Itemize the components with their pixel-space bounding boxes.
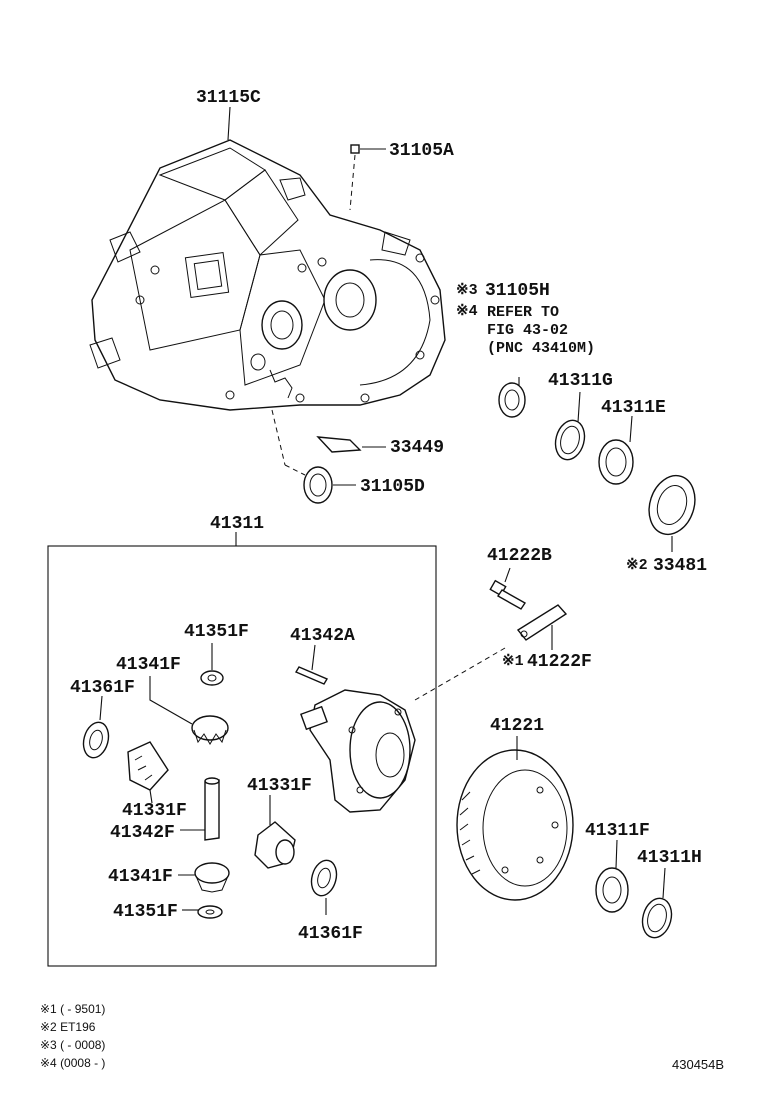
oil-seal-31105D-icon — [303, 466, 333, 504]
differential-kit-box — [47, 545, 437, 967]
label-41361F-left: 41361F — [70, 678, 135, 698]
label-41361F-right: 41361F — [298, 924, 363, 944]
label-41331F-left: 41331F — [122, 801, 187, 821]
label-41331F-right: 41331F — [247, 776, 312, 796]
label-41222F: 41222F — [527, 652, 592, 672]
shim-41311H-icon — [641, 897, 673, 939]
label-31105D: 31105D — [360, 477, 425, 497]
refer-text-line3: (PNC 43410M) — [487, 340, 595, 357]
label-41351F-bottom: 41351F — [113, 902, 178, 922]
note-line-3: ※3 ( - 0008) — [40, 1038, 105, 1052]
lock-plate-41222F-icon — [516, 604, 568, 641]
pinion-shaft-41342F-icon — [204, 777, 220, 841]
label-41222B: 41222B — [487, 546, 552, 566]
bolt-41222B-icon — [489, 579, 527, 610]
pinion-gear-41331F-right-icon — [254, 821, 296, 869]
thrust-washer-41361F-right-icon — [310, 859, 338, 897]
bearing-41311F-icon — [595, 867, 629, 913]
transaxle-case-drawing — [89, 139, 446, 411]
note-mark-3: ※3 — [456, 282, 478, 299]
ring-gear-41221-icon — [456, 749, 574, 901]
pin-41342A-icon — [294, 666, 329, 685]
shim-41311G-icon — [554, 419, 586, 461]
label-41342A: 41342A — [290, 626, 355, 646]
label-41341F-top: 41341F — [116, 655, 181, 675]
bearing-41311E-icon — [598, 439, 634, 485]
label-33481: 33481 — [653, 556, 707, 576]
label-31105A: 31105A — [389, 141, 454, 161]
thrust-washer-41361F-left-icon — [82, 721, 110, 759]
label-31105H: 31105H — [485, 281, 550, 301]
refer-text-line2: FIG 43-02 — [487, 322, 568, 339]
label-41221: 41221 — [490, 716, 544, 736]
figure-number: 430454B — [672, 1057, 724, 1072]
note-line-1: ※1 ( - 9501) — [40, 1002, 105, 1016]
label-41311G: 41311G — [548, 371, 613, 391]
label-41342F: 41342F — [110, 823, 175, 843]
plug-31105A-icon — [350, 144, 360, 154]
label-41311: 41311 — [210, 514, 264, 534]
side-gear-41341F-top-icon — [191, 715, 229, 745]
label-41341F-bottom: 41341F — [108, 867, 173, 887]
oil-seal-33481-icon — [648, 474, 696, 536]
label-41311H: 41311H — [637, 848, 702, 868]
plate-33449-icon — [316, 436, 362, 453]
note-line-4: ※4 (0008 - ) — [40, 1056, 105, 1070]
side-gear-41341F-bottom-icon — [194, 862, 230, 893]
refer-text-line1: REFER TO — [487, 304, 559, 321]
label-41351F-top: 41351F — [184, 622, 249, 642]
oil-seal-31105H-icon — [498, 382, 526, 418]
washer-41351F-bottom-icon — [197, 905, 223, 919]
label-33449: 33449 — [390, 438, 444, 458]
note-mark-1: ※1 — [502, 653, 524, 670]
note-mark-4: ※4 — [456, 303, 478, 320]
label-31115C: 31115C — [196, 88, 261, 108]
label-41311F: 41311F — [585, 821, 650, 841]
pinion-gear-41331F-left-icon — [127, 741, 169, 791]
label-41311E: 41311E — [601, 398, 666, 418]
differential-case-icon — [300, 689, 416, 813]
note-line-2: ※2 ET196 — [40, 1020, 96, 1034]
note-mark-2: ※2 — [626, 557, 648, 574]
washer-41351F-top-icon — [200, 670, 224, 686]
